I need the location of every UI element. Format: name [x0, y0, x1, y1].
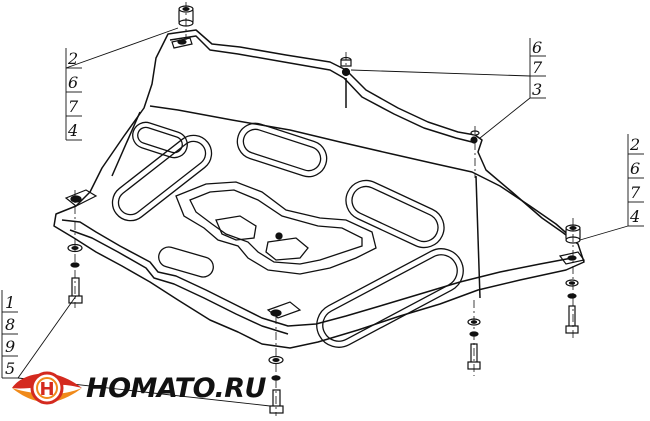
- callout-right-3: 7: [630, 183, 641, 202]
- tab-top-left: [171, 37, 193, 49]
- front-edge-flange: [61, 219, 573, 327]
- callout-top-middle-3: 3: [532, 80, 542, 99]
- callout-bottom-left-3: 9: [5, 337, 15, 356]
- slot-top-center: [236, 122, 328, 178]
- callout-top-left-1: 2: [67, 49, 78, 68]
- callout-right: 2 6 7 4: [627, 134, 644, 227]
- upper-bend-line: [149, 105, 573, 239]
- callout-top-left-3: 7: [68, 97, 79, 116]
- mounting-tabs: [64, 37, 586, 319]
- slot-right-upper: [345, 179, 445, 249]
- callout-top-middle-1: 6: [532, 38, 542, 57]
- svg-text:H: H: [39, 379, 54, 400]
- callout-top-left: 2 6 7 4: [65, 48, 82, 141]
- callout-bottom-left-1: 1: [5, 293, 15, 312]
- callout-right-2: 6: [630, 159, 640, 178]
- top-flange-edge: [169, 35, 473, 143]
- callout-right-4: 4: [629, 207, 640, 226]
- bolt-stack-bottom: [268, 355, 284, 414]
- slot-bottom-right: [316, 248, 464, 348]
- callout-top-left-2: 6: [68, 73, 78, 92]
- tab-right: [558, 251, 586, 265]
- side-rib-right: [475, 175, 481, 299]
- callout-bottom-left-4: 5: [5, 359, 15, 378]
- callout-top-middle-2: 7: [532, 58, 543, 77]
- central-relief-outer: [175, 181, 377, 275]
- front-edge-inner: [69, 229, 289, 335]
- homato-logo: H HOMATO.RU: [12, 371, 267, 405]
- skid-plate: [53, 29, 585, 349]
- stamped-ribs: [111, 121, 464, 348]
- side-rib-left: [111, 111, 141, 177]
- tab-left: [64, 189, 98, 207]
- central-relief-step-a: [215, 215, 257, 241]
- logo-emblem-icon: H: [12, 371, 82, 405]
- callout-top-middle: 6 7 3: [529, 38, 546, 99]
- logo-text: HOMATO.RU: [86, 373, 267, 404]
- slot-middle-left: [111, 134, 213, 222]
- callout-right-1: 2: [629, 135, 640, 154]
- plate-outline: [53, 29, 585, 349]
- tab-bottom-center: [266, 301, 302, 319]
- callouts: 2 6 7 4 6 7 3 2 6 7 4: [1, 38, 644, 379]
- relief-hole: [275, 232, 283, 240]
- callout-bottom-left: 1 8 9 5: [1, 290, 18, 379]
- central-relief-step-b: [265, 237, 309, 261]
- slot-small-oval: [158, 246, 214, 278]
- center-lines: [74, 2, 574, 416]
- central-relief-inner: [189, 189, 363, 265]
- hole-right: [470, 136, 478, 144]
- bolt-stack-right: [565, 279, 579, 334]
- callout-top-left-4: 4: [67, 121, 78, 140]
- fasteners: [67, 5, 581, 414]
- callout-bottom-left-2: 8: [5, 315, 15, 334]
